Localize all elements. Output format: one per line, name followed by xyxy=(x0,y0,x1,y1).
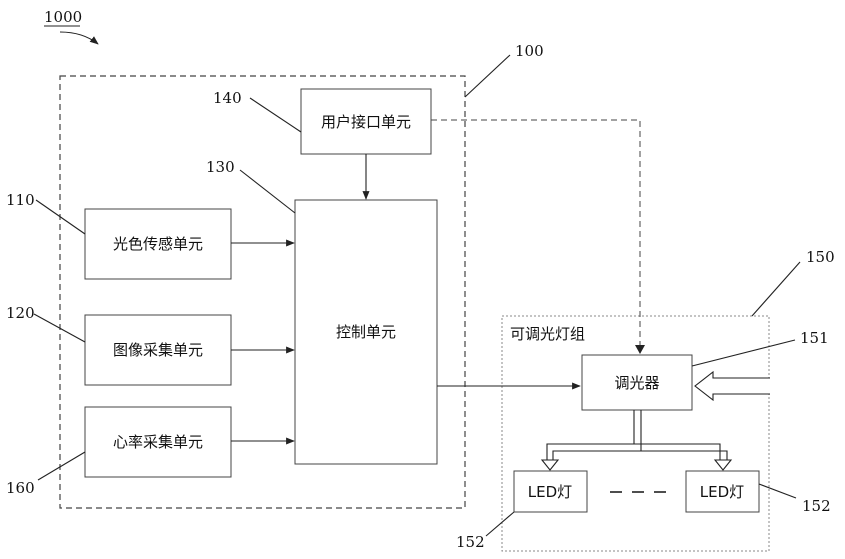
dimmer-to-led-right-connector-outer xyxy=(634,444,720,460)
ref-152-left-leader xyxy=(486,512,514,536)
light-color-sensor-label: 光色传感单元 xyxy=(113,235,203,253)
ref-152-right-leader xyxy=(759,484,796,498)
ref-140-label: 140 xyxy=(213,89,242,107)
external-input-arrow xyxy=(695,372,770,400)
led-right-label: LED灯 xyxy=(700,483,744,501)
dimmer-label: 调光器 xyxy=(614,374,659,392)
lamp-group-boundary xyxy=(502,316,769,551)
lamp-group-ref-leader xyxy=(752,262,800,316)
ref-160-leader xyxy=(38,452,85,480)
ref-151-leader xyxy=(692,340,795,366)
ui-to-dimmer-dashed-line xyxy=(431,120,640,353)
dimmer-to-led-right-connector-inner xyxy=(641,451,727,460)
lamp-group-ref-label: 150 xyxy=(806,248,835,266)
ui-to-dimmer-arrowhead xyxy=(635,345,645,354)
led-right-hollow-arrowhead xyxy=(715,460,731,470)
user-interface-unit-label: 用户接口单元 xyxy=(321,113,411,131)
ref-130-leader xyxy=(240,170,295,213)
heart-rate-capture-label: 心率采集单元 xyxy=(113,433,203,451)
module-ref-leader xyxy=(465,55,510,97)
ref-160-label: 160 xyxy=(6,479,35,497)
ref-120-label: 120 xyxy=(6,304,35,322)
dimmer-to-led-left-connector-outer xyxy=(547,410,634,460)
dimmer-to-led-left-connector-inner xyxy=(553,410,641,460)
system-ref-arrow xyxy=(60,32,98,44)
lamp-group-title: 可调光灯组 xyxy=(510,325,585,343)
ref-151-label: 151 xyxy=(800,329,829,347)
led-left-label: LED灯 xyxy=(528,483,572,501)
module-ref-label: 100 xyxy=(515,42,544,60)
ref-140-leader xyxy=(250,98,301,132)
image-capture-label: 图像采集单元 xyxy=(113,341,203,359)
ref-152-left-label: 152 xyxy=(456,533,485,551)
system-ref-label: 1000 xyxy=(44,8,82,26)
ref-152-right-label: 152 xyxy=(802,497,831,515)
led-left-hollow-arrowhead xyxy=(542,460,558,470)
ref-130-label: 130 xyxy=(206,158,235,176)
ref-110-label: 110 xyxy=(6,191,35,209)
control-unit-label: 控制单元 xyxy=(336,323,396,341)
